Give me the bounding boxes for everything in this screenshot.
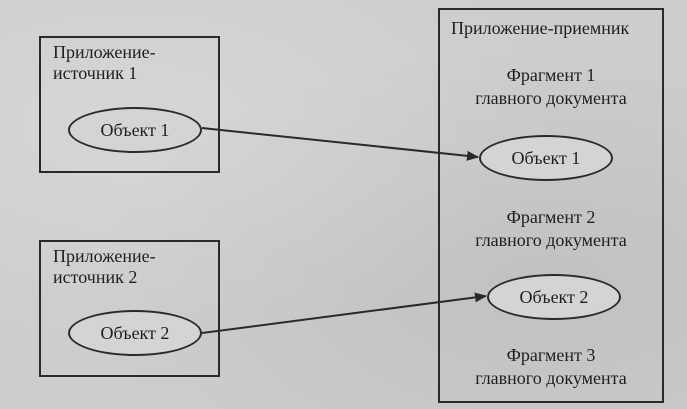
receiver-object-2: Объект 2 [487, 274, 621, 320]
receiver-app-box [438, 8, 664, 403]
receiver-fragment-2: Фрагмент 2 главного документа [438, 206, 664, 252]
source-app-1-object: Объект 1 [68, 107, 202, 153]
receiver-fragment-3-line1: Фрагмент 3 [506, 345, 596, 365]
source-app-1-object-label: Объект 1 [100, 119, 170, 140]
source-app-1-label: Приложение- источник 1 [53, 42, 156, 84]
receiver-fragment-3: Фрагмент 3 главного документа [438, 344, 664, 390]
receiver-fragment-3-line2: главного документа [475, 368, 627, 388]
receiver-fragment-1-line1: Фрагмент 1 [506, 65, 596, 85]
receiver-object-1: Объект 1 [479, 135, 613, 181]
source-app-2-object-label: Объект 2 [100, 322, 170, 343]
receiver-object-1-label: Объект 1 [511, 147, 581, 168]
receiver-fragment-1-line2: главного документа [475, 88, 627, 108]
source-app-1-label-line2: источник 1 [53, 63, 138, 83]
arrow-object-1-link [201, 127, 479, 161]
source-app-1-box [39, 36, 220, 173]
receiver-fragment-2-line2: главного документа [475, 230, 627, 250]
receiver-fragment-1: Фрагмент 1 главного документа [438, 64, 664, 110]
source-app-2-label: Приложение- источник 2 [53, 246, 156, 288]
receiver-object-2-label: Объект 2 [519, 286, 589, 307]
receiver-app-title: Приложение-приемник [451, 18, 630, 38]
source-app-2-label-line2: источник 2 [53, 267, 138, 287]
source-app-2-object: Объект 2 [68, 310, 202, 356]
source-app-1-label-line1: Приложение- [53, 42, 156, 62]
receiver-fragment-2-line1: Фрагмент 2 [506, 207, 596, 227]
source-app-2-label-line1: Приложение- [53, 246, 156, 266]
